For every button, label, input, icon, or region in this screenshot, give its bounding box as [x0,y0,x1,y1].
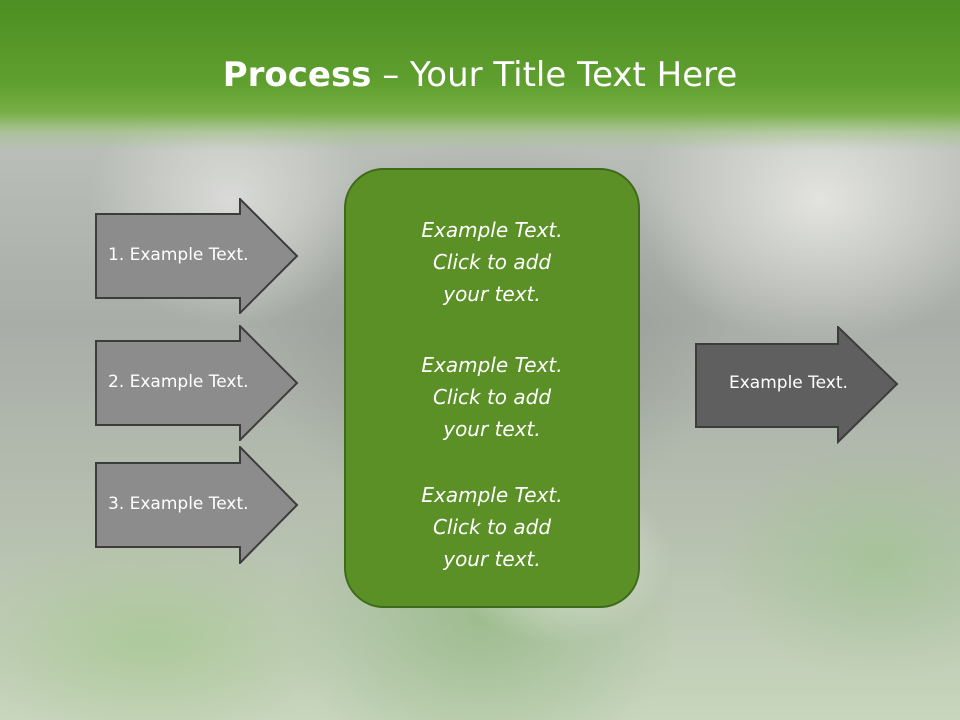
step-label: 3. Example Text. [108,494,249,514]
block-line: Click to add [432,250,552,274]
center-text-block-2[interactable]: Example Text. Click to add your text. [346,349,638,445]
arrow-shape-icon [95,325,299,441]
step-label: 2. Example Text. [108,372,249,392]
center-content-box[interactable]: Example Text. Click to add your text. Ex… [344,168,640,608]
title-rest: – Your Title Text Here [371,55,738,95]
arrow-shape-icon [95,198,299,314]
process-step-3[interactable]: 3. Example Text. [95,446,305,564]
block-line: Example Text. [421,483,563,507]
center-text-block-1[interactable]: Example Text. Click to add your text. [346,214,638,310]
arrow-shape-icon [95,446,299,564]
block-line: your text. [443,547,541,571]
slide-title[interactable]: Process – Your Title Text Here [0,52,960,98]
title-bar [0,0,960,150]
block-line: your text. [443,417,541,441]
step-label: 1. Example Text. [108,245,249,265]
block-line: your text. [443,282,541,306]
center-text-block-3[interactable]: Example Text. Click to add your text. [346,479,638,575]
process-step-2[interactable]: 2. Example Text. [95,325,305,441]
block-line: Example Text. [421,353,563,377]
block-line: Click to add [432,385,552,409]
title-bold: Process [222,55,372,95]
process-output[interactable]: Example Text. [695,326,905,444]
block-line: Example Text. [421,218,563,242]
process-step-1[interactable]: 1. Example Text. [95,198,305,314]
block-line: Click to add [432,515,552,539]
output-label: Example Text. [729,373,848,393]
arrow-shape-icon [695,326,899,444]
